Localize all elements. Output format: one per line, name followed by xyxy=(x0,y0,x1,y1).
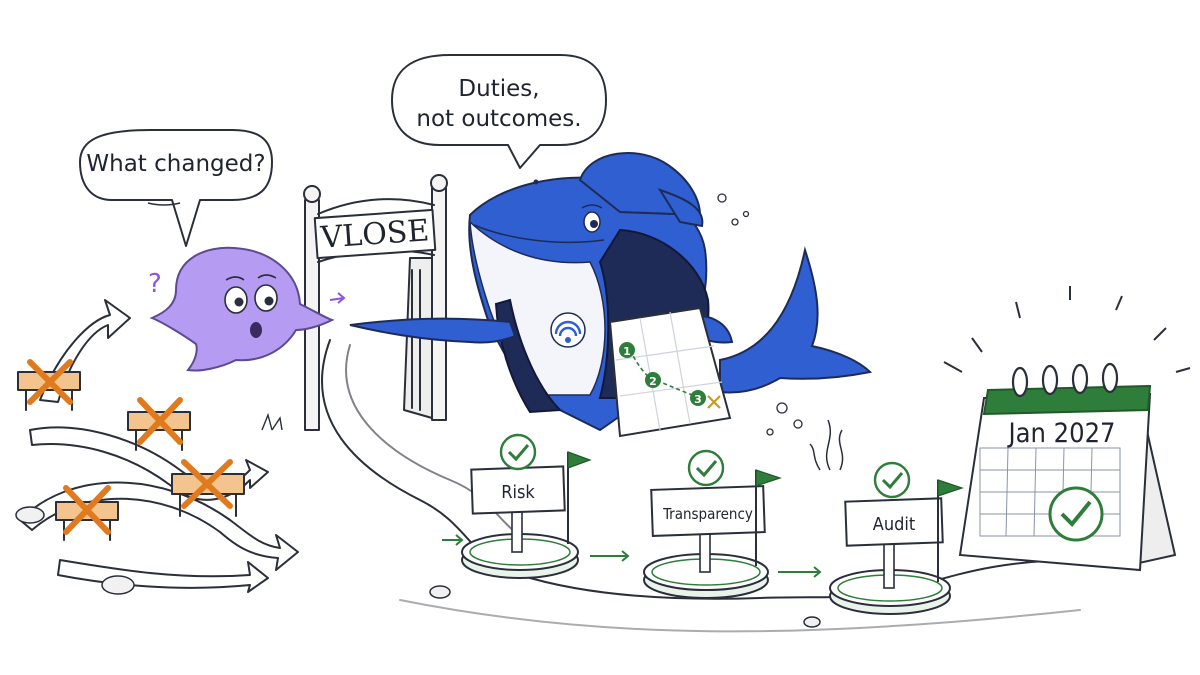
whale-character xyxy=(349,152,873,432)
barrier-1 xyxy=(17,359,81,411)
calendar xyxy=(943,286,1191,572)
route-map xyxy=(608,306,732,438)
destination-x-icon xyxy=(707,395,721,409)
map-step-2: 2 xyxy=(649,375,657,388)
milestone-risk xyxy=(461,433,592,579)
blob-question-text: What changed? xyxy=(86,151,265,177)
calendar-date: Jan 2027 xyxy=(1007,418,1116,449)
barrier-4 xyxy=(55,485,119,541)
gate-sign-label: VLOSE xyxy=(319,213,431,256)
purple-blob-character xyxy=(149,246,335,372)
milestone-audit xyxy=(829,461,964,615)
milestone-transparency xyxy=(643,449,782,599)
milestone-audit-label: Audit xyxy=(873,514,915,535)
barrier-3 xyxy=(171,459,245,517)
underline-mark xyxy=(147,202,181,206)
seaweed xyxy=(809,419,844,471)
progress-arrows xyxy=(442,534,822,578)
barrier-2 xyxy=(127,397,191,451)
rocks xyxy=(15,506,821,628)
gate-arrow-icon xyxy=(329,292,346,304)
whale-speech-bubble xyxy=(391,54,607,169)
grass-tuft xyxy=(261,412,283,431)
milestone-risk-label: Risk xyxy=(501,482,535,503)
question-mark-icon: ? xyxy=(148,269,162,299)
bubbles xyxy=(717,193,803,436)
blob-speech-bubble xyxy=(79,129,273,247)
map-step-3: 3 xyxy=(694,393,702,406)
milestone-transparency-label: Transparency xyxy=(662,505,753,523)
calendar-check-icon xyxy=(1060,500,1092,527)
whale-quote-line2: not outcomes. xyxy=(416,106,581,132)
whale-quote-line1: Duties, xyxy=(458,76,539,102)
map-step-1: 1 xyxy=(623,345,631,358)
